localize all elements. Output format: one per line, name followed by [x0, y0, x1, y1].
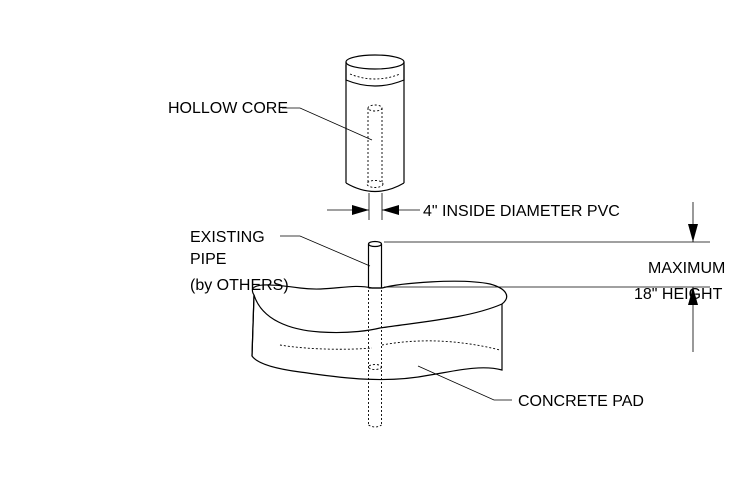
hollow-core-sleeve	[345, 54, 405, 192]
concrete-pad	[251, 280, 508, 381]
height-dimension	[384, 202, 710, 352]
pvc-dimension	[327, 193, 420, 220]
concrete-pad-label: CONCRETE PAD	[518, 393, 644, 410]
concrete-pad-leader	[417, 365, 512, 401]
existing-pipe-label-line3: (by OTHERS)	[190, 277, 289, 294]
max-height-label-line2: 18" HEIGHT	[634, 286, 723, 303]
existing-pipe-leader	[280, 235, 371, 267]
hollow-core-leader	[282, 107, 373, 141]
hollow-core-label: HOLLOW CORE	[168, 100, 288, 117]
existing-pipe-label-line1: EXISTING	[190, 229, 265, 246]
existing-pipe	[367, 240, 383, 428]
max-height-label-line1: MAXIMUM	[648, 260, 725, 277]
pvc-label: 4" INSIDE DIAMETER PVC	[423, 203, 620, 220]
existing-pipe-label-line2: PIPE	[190, 251, 226, 268]
